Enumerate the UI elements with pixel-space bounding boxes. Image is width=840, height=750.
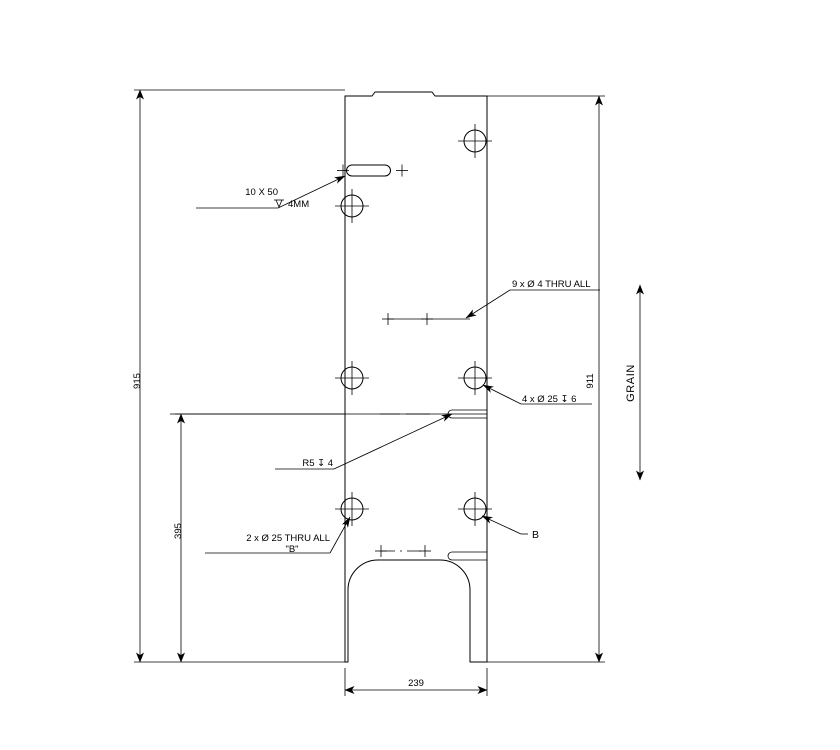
dimension-value-911: 911 [585, 373, 596, 388]
hole-lower-right [458, 492, 492, 526]
hole-center-marks [337, 164, 470, 557]
leader-counterbore [482, 384, 592, 405]
dimension-partial-height-left [175, 413, 345, 663]
leader-datum-b [481, 515, 528, 535]
hole-middle-right [458, 361, 492, 395]
slot-feature-lower [447, 551, 487, 561]
dimension-overall-height-right [487, 95, 605, 663]
grain-label: GRAIN [625, 364, 637, 402]
dimension-value-915: 915 [132, 373, 143, 389]
note-counterbore: 4 x Ø 25 ↧ 6 [522, 394, 576, 405]
hole-upper-left [335, 189, 369, 223]
depth-symbol-slot [274, 199, 284, 209]
part-outline [344, 91, 488, 663]
cross-mark-top-left [337, 164, 349, 177]
leader-slot-note [196, 175, 346, 209]
dimension-value-239: 239 [408, 678, 424, 689]
hole-top-right [458, 124, 492, 158]
note-slot-line1: 10 X 50 [245, 187, 278, 198]
note-small-holes: 9 x Ø 4 THRU ALL [512, 279, 591, 290]
hole-middle-left [335, 361, 369, 395]
dimension-value-395: 395 [173, 523, 184, 539]
dimension-overall-width-bottom [344, 668, 488, 696]
note-slot-line2: 4MM [288, 199, 309, 210]
note-datum-b: B [532, 529, 539, 541]
slot-feature-top [346, 164, 391, 177]
note-radius: R5 ↧ 4 [302, 458, 333, 469]
leader-big-holes [205, 516, 351, 554]
note-big-holes-line1: 2 x Ø 25 THRU ALL [246, 533, 330, 544]
hole-lower-left [335, 492, 369, 526]
leader-radius [275, 413, 453, 470]
dimension-overall-height-left [134, 89, 345, 663]
cross-mark-top-right [396, 164, 408, 177]
note-big-holes-line2: "B" [285, 544, 298, 555]
leader-small-holes [465, 289, 600, 319]
